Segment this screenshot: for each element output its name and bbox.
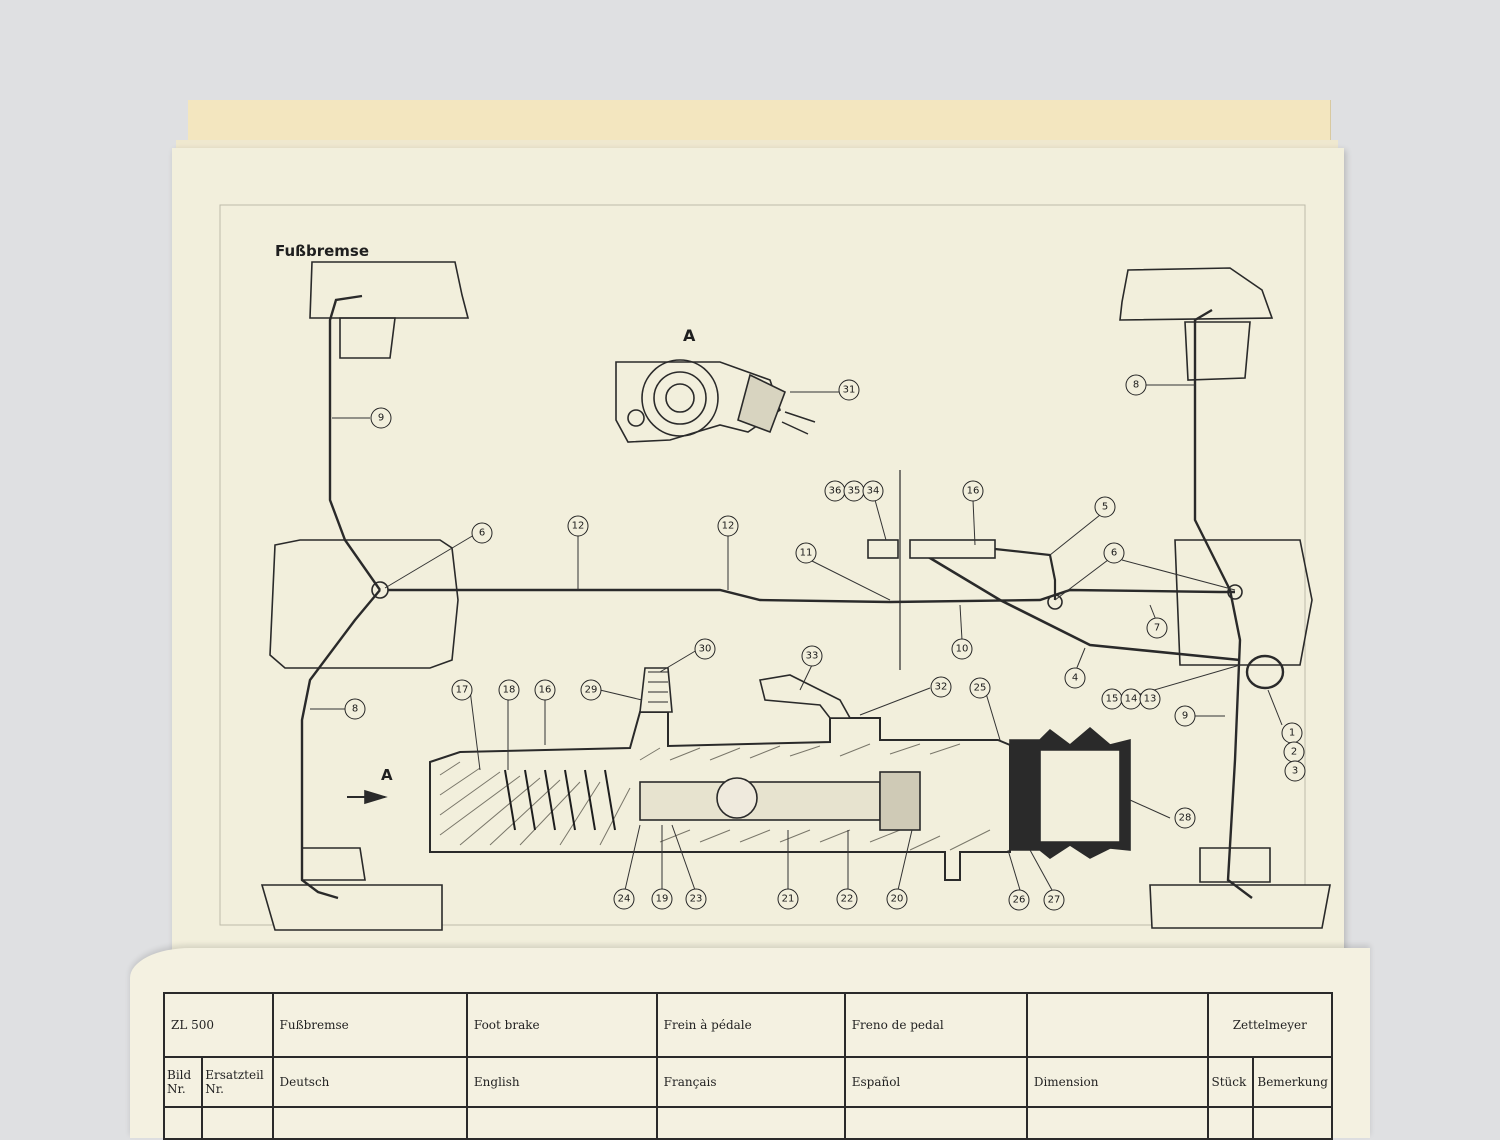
callout-4: 4 bbox=[1064, 667, 1086, 689]
callout-33: 33 bbox=[801, 645, 823, 667]
callout-25: 25 bbox=[969, 677, 991, 699]
callout-32: 32 bbox=[930, 676, 952, 698]
callout-3: 3 bbox=[1284, 760, 1306, 782]
table-cell bbox=[271, 1106, 468, 1140]
col-espanol-header: Español bbox=[843, 1056, 1028, 1108]
callout-13: 13 bbox=[1139, 688, 1161, 710]
callout-27: 27 bbox=[1043, 889, 1065, 911]
title-es-cell: Freno de pedal bbox=[843, 992, 1028, 1058]
sheet-title: Fußbremse bbox=[275, 242, 370, 260]
table-title-row: ZL 500 Fußbremse Foot brake Frein à péda… bbox=[163, 992, 1333, 1058]
callout-12: 12 bbox=[567, 515, 589, 537]
col-stueck-header: Stück bbox=[1206, 1056, 1255, 1108]
callout-2: 2 bbox=[1283, 741, 1305, 763]
title-en-cell: Foot brake bbox=[465, 992, 658, 1058]
col-dimension-header: Dimension bbox=[1025, 1056, 1209, 1108]
callout-9: 9 bbox=[370, 407, 392, 429]
table-cell bbox=[465, 1106, 658, 1140]
callout-14: 14 bbox=[1120, 688, 1142, 710]
callout-10: 10 bbox=[951, 638, 973, 660]
callout-30: 30 bbox=[694, 638, 716, 660]
callout-7: 7 bbox=[1146, 617, 1168, 639]
callout-21: 21 bbox=[777, 888, 799, 910]
table-cell bbox=[655, 1106, 846, 1140]
col-bemerkung-header: Bemerkung bbox=[1252, 1056, 1333, 1108]
col-bild-header: Bild Nr. bbox=[162, 1056, 204, 1108]
callout-9: 9 bbox=[1174, 705, 1196, 727]
callout-34: 34 bbox=[862, 480, 884, 502]
table-cell bbox=[1206, 1106, 1255, 1140]
callout-16: 16 bbox=[534, 679, 556, 701]
callout-29: 29 bbox=[580, 679, 602, 701]
table-cell bbox=[1025, 1106, 1209, 1140]
callout-11: 11 bbox=[795, 542, 817, 564]
title-dimension-cell bbox=[1025, 992, 1209, 1058]
callout-22: 22 bbox=[836, 888, 858, 910]
brand-cell: Zettelmeyer bbox=[1206, 992, 1333, 1058]
callout-20: 20 bbox=[886, 888, 908, 910]
table-header-row: Bild Nr. Ersatzteil Nr. Deutsch English … bbox=[162, 1056, 1333, 1108]
title-fr-cell: Frein à pédale bbox=[655, 992, 846, 1058]
col-ersatzteil-header: Ersatzteil Nr. bbox=[201, 1056, 274, 1108]
callout-6: 6 bbox=[1103, 542, 1125, 564]
callout-18: 18 bbox=[498, 679, 520, 701]
callout-15: 15 bbox=[1101, 688, 1123, 710]
callout-31: 31 bbox=[838, 379, 860, 401]
table-cell bbox=[843, 1106, 1028, 1140]
col-deutsch-header: Deutsch bbox=[271, 1056, 468, 1108]
callout-26: 26 bbox=[1008, 889, 1030, 911]
callout-8: 8 bbox=[344, 698, 366, 720]
table-cell bbox=[1252, 1106, 1333, 1140]
table-cell bbox=[162, 1106, 204, 1140]
col-francais-header: Français bbox=[655, 1056, 846, 1108]
callout-8: 8 bbox=[1125, 374, 1147, 396]
callout-28: 28 bbox=[1174, 807, 1196, 829]
callout-35: 35 bbox=[843, 480, 865, 502]
parts-table: ZL 500 Fußbremse Foot brake Frein à péda… bbox=[162, 992, 1333, 1140]
callout-24: 24 bbox=[613, 888, 635, 910]
callout-1: 1 bbox=[1281, 722, 1303, 744]
callout-17: 17 bbox=[451, 679, 473, 701]
view-a-label: A bbox=[683, 326, 696, 345]
callout-23: 23 bbox=[685, 888, 707, 910]
col-english-header: English bbox=[465, 1056, 658, 1108]
callout-16: 16 bbox=[962, 480, 984, 502]
arrow-a-label: A bbox=[381, 766, 393, 784]
callout-19: 19 bbox=[651, 888, 673, 910]
title-de-cell: Fußbremse bbox=[271, 992, 468, 1058]
callout-6: 6 bbox=[471, 522, 493, 544]
model-cell: ZL 500 bbox=[163, 992, 274, 1058]
callout-36: 36 bbox=[824, 480, 846, 502]
callout-12: 12 bbox=[717, 515, 739, 537]
table-row bbox=[162, 1106, 1333, 1140]
callout-5: 5 bbox=[1094, 496, 1116, 518]
table-cell bbox=[201, 1106, 274, 1140]
